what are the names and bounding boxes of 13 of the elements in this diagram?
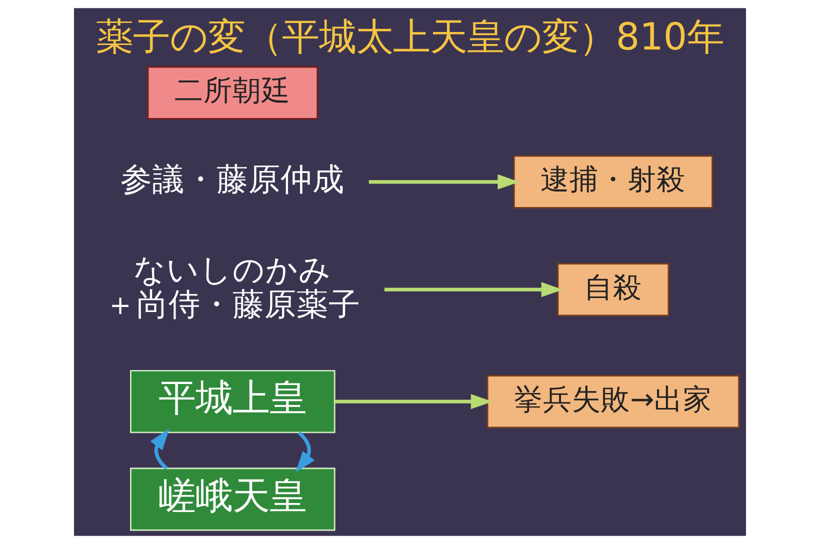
- arrow: [368, 174, 520, 190]
- node-text: 参議・藤原仲成: [120, 162, 345, 198]
- node-box: 嵯峨天皇: [130, 468, 336, 531]
- arrow: [384, 282, 563, 298]
- node-box: 平城上皇: [130, 370, 336, 434]
- node-box: 挙兵失敗→出家: [486, 375, 740, 428]
- node-box: 二所朝廷: [147, 66, 318, 120]
- node-box: 自殺: [557, 263, 670, 316]
- arrow: [334, 394, 492, 410]
- diagram-title: 薬子の変（平城太上天皇の変）810年: [96, 14, 724, 59]
- node-box: 逮捕・射殺: [513, 155, 713, 208]
- arrow: [295, 432, 315, 473]
- node-text: ないしのかみ ＋尚侍・藤原薬子: [104, 252, 361, 323]
